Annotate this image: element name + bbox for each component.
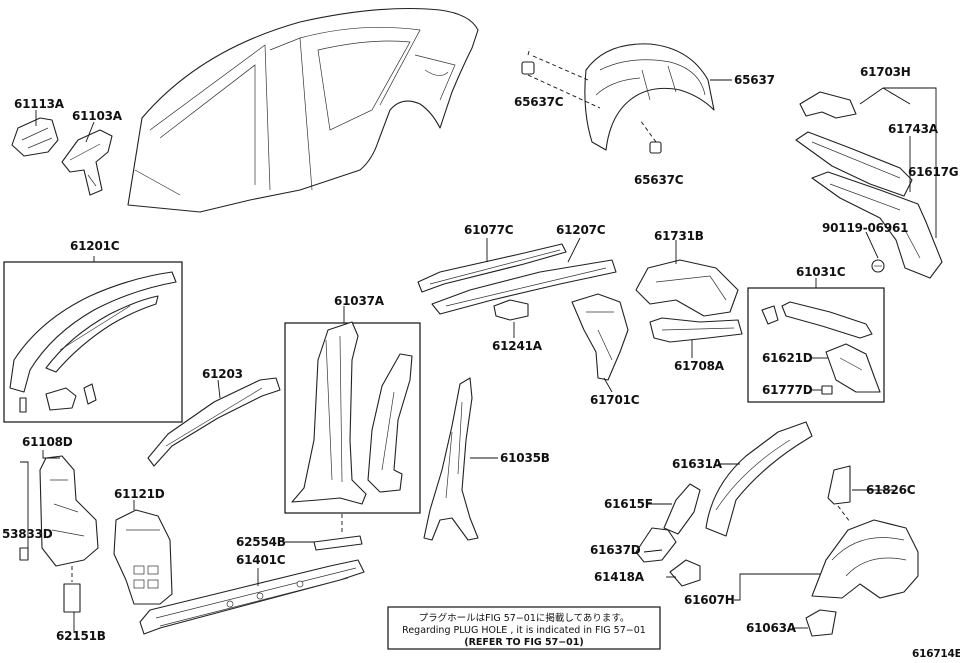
label-61418A: 61418A	[594, 570, 645, 584]
note-box	[387, 606, 661, 650]
part-61063A[interactable]	[805, 609, 837, 637]
part-labels: 61113A 61103A 65637C 65637 65637C 61703H…	[2, 65, 959, 643]
label-61631A: 61631A	[672, 457, 723, 471]
part-61615F[interactable]	[663, 483, 701, 535]
part-65637C-clip-top[interactable]	[521, 61, 535, 75]
label-61113A: 61113A	[14, 97, 65, 111]
note-line-refer: (REFER TO FIG 57−01)	[464, 637, 583, 648]
label-61063A: 61063A	[746, 621, 797, 635]
label-61035B: 61035B	[500, 451, 550, 465]
part-61703H[interactable]	[799, 91, 857, 119]
label-61121D: 61121D	[114, 487, 165, 501]
part-61708A[interactable]	[649, 317, 743, 343]
label-61201C: 61201C	[70, 239, 120, 253]
part-61743A[interactable]	[795, 131, 913, 197]
label-61637D: 61637D	[590, 543, 641, 557]
label-61241A: 61241A	[492, 339, 543, 353]
label-61701C: 61701C	[590, 393, 640, 407]
leader-lines	[20, 79, 937, 632]
part-61241A[interactable]	[493, 299, 529, 321]
label-65637: 65637	[734, 73, 775, 87]
part-61031C[interactable]	[761, 301, 873, 339]
part-61617G[interactable]	[811, 171, 943, 279]
label-61708A: 61708A	[674, 359, 725, 373]
part-61108D[interactable]	[39, 455, 99, 567]
note-line-japanese: プラグホールはFIG 57−01に掲載してあります。	[419, 612, 630, 624]
part-61201C-roof-rail[interactable]	[9, 271, 177, 413]
label-90119-06961: 90119-06961	[822, 221, 908, 235]
label-61103A: 61103A	[72, 109, 123, 123]
label-61401C: 61401C	[236, 553, 286, 567]
plug-hole-note: プラグホールはFIG 57−01に掲載してあります。 Regarding PLU…	[387, 606, 661, 650]
label-61617G: 61617G	[908, 165, 958, 179]
part-61103A[interactable]	[61, 129, 113, 196]
label-61607H: 61607H	[684, 593, 735, 607]
label-61621D: 61621D	[762, 351, 813, 365]
label-61777D: 61777D	[762, 383, 813, 397]
note-line-english: Regarding PLUG HOLE , it is indicated in…	[402, 625, 646, 636]
label-62554B: 62554B	[236, 535, 286, 549]
leader-61826C-dash	[837, 505, 851, 523]
label-65637C-top: 65637C	[514, 95, 564, 109]
part-61607H-wheelhouse[interactable]	[811, 519, 919, 599]
part-61631A[interactable]	[705, 421, 813, 537]
label-61731B: 61731B	[654, 229, 704, 243]
part-61731B[interactable]	[635, 259, 739, 317]
part-61826C[interactable]	[827, 465, 851, 505]
label-61207C: 61207C	[556, 223, 606, 237]
part-61113A[interactable]	[11, 117, 59, 157]
part-62151B[interactable]	[63, 583, 81, 613]
part-61077C[interactable]	[417, 243, 567, 293]
part-53833D[interactable]	[19, 547, 29, 561]
label-61703H: 61703H	[860, 65, 911, 79]
part-61035B[interactable]	[423, 377, 479, 541]
part-61621D[interactable]	[825, 343, 881, 393]
label-61826C: 61826C	[866, 483, 916, 497]
label-62151B: 62151B	[56, 629, 106, 643]
label-61203: 61203	[202, 367, 243, 381]
part-61418A[interactable]	[669, 559, 701, 587]
part-62554B[interactable]	[313, 535, 363, 551]
label-61108D: 61108D	[22, 435, 73, 449]
label-61743A: 61743A	[888, 122, 939, 136]
part-61401C-rocker[interactable]	[139, 559, 365, 635]
group-box-61201C	[3, 261, 183, 423]
label-61031C: 61031C	[796, 265, 846, 279]
part-61637D[interactable]	[635, 527, 677, 563]
label-53833D: 53833D	[2, 527, 53, 541]
part-61207C[interactable]	[431, 259, 617, 315]
part-65637-liner[interactable]	[584, 43, 715, 151]
figure-id: 616714E	[912, 648, 960, 660]
part-90119-06961-bolt[interactable]	[871, 259, 885, 273]
part-61121D[interactable]	[113, 509, 173, 605]
label-61037A: 61037A	[334, 294, 385, 308]
label-61077C: 61077C	[464, 223, 514, 237]
part-61203[interactable]	[147, 377, 281, 467]
label-61615F: 61615F	[604, 497, 653, 511]
part-61701C[interactable]	[571, 293, 629, 381]
part-65637C-clip-bottom[interactable]	[649, 141, 662, 154]
part-61037A-pillar[interactable]	[291, 321, 413, 505]
label-65637C-bottom: 65637C	[634, 173, 684, 187]
body-side-outer-panel[interactable]	[127, 7, 479, 213]
part-61777D[interactable]	[821, 385, 833, 395]
